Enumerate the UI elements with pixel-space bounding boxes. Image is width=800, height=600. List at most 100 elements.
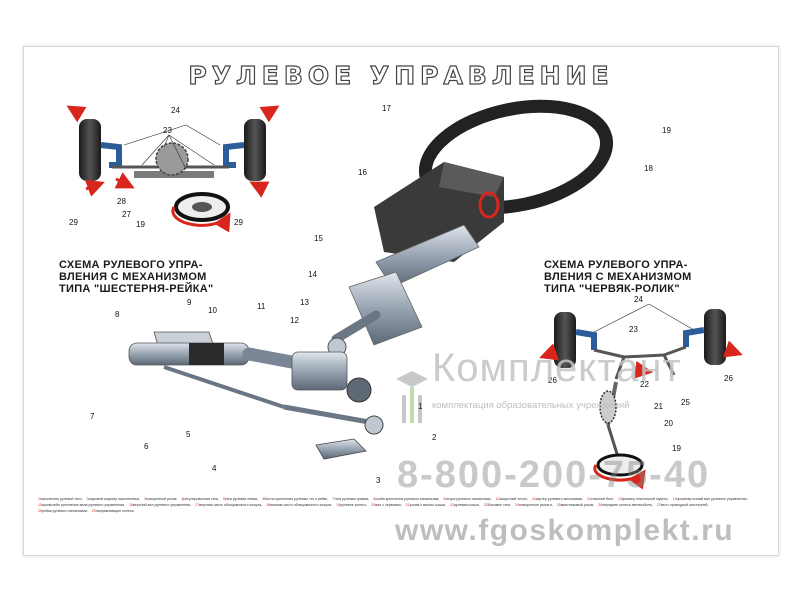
legend-item: 4регулировочная тяга,	[181, 497, 219, 501]
callout-19: 19	[662, 126, 671, 135]
pitman-arm	[614, 356, 626, 380]
caption-line: ВЛЕНИЯ С МЕХАНИЗМОМ	[544, 271, 692, 283]
callout-19: 19	[136, 220, 145, 229]
legend-item: 14промежуточный вал рулевого управления,	[673, 497, 748, 501]
legend-number: 27	[656, 503, 661, 507]
legend-number: 26	[598, 503, 603, 507]
legend-item: 8скоба крепления рулевого механизма,	[373, 497, 439, 501]
arrow-icon	[259, 105, 280, 123]
tie-rod-left	[163, 365, 285, 409]
callout-29: 29	[69, 218, 78, 227]
legend-text: тяга рулевая правая,	[334, 497, 370, 501]
legend-text: нижняя часть облицовочного кожуха,	[270, 503, 333, 507]
legend-text: ролик с валом сошки,	[409, 503, 446, 507]
legend-text: кронштейн крепления вала рулевого управл…	[42, 503, 126, 507]
legend-text: фланец эластичной муфты,	[622, 497, 669, 501]
caption-line: ТИПА "ЧЕРВЯК-РОЛИК"	[544, 283, 680, 295]
worm-gear	[599, 390, 617, 424]
legend-text: картер рулевого механизма,	[535, 497, 583, 501]
legend-item: 6болты крепления рулевых тяг к рейке,	[262, 497, 328, 501]
column-shaft	[606, 424, 620, 458]
legend-text: опора рулевого механизма,	[445, 497, 492, 501]
callout-7: 7	[90, 412, 95, 421]
legend-text: боковые тяги,	[487, 503, 511, 507]
caption-rack-pinion: СХЕМА РУЛЕВОГО УПРА- ВЛЕНИЯ С МЕХАНИЗМОМ…	[59, 259, 279, 295]
legend-text: направляющие колеса	[95, 509, 134, 513]
callout-24: 24	[634, 295, 643, 304]
caption-worm-roller: СХЕМА РУЛЕВОГО УПРА- ВЛЕНИЯ С МЕХАНИЗМОМ…	[544, 259, 764, 295]
legend-text: тяга рулевая левая,	[224, 497, 259, 501]
arrow-icon	[114, 172, 135, 189]
leader-line	[168, 134, 187, 170]
diagram-artwork: 24 23 28 27 19 29 29 17 19 18 16 15 14 1…	[66, 99, 743, 490]
legend-number: 6	[262, 497, 265, 501]
wheel-right	[244, 119, 266, 181]
legend-text: болты крепления рулевых тяг к рейке,	[264, 497, 329, 501]
center-rod	[623, 353, 665, 359]
callout-14: 14	[308, 270, 317, 279]
knuckle-left	[100, 142, 122, 168]
column-highlight	[478, 191, 500, 219]
legend-number: 9	[443, 497, 446, 501]
legend-item: 15кронштейн крепления вала рулевого упра…	[38, 503, 125, 507]
legend-item: 27вал с приводной шестерней,	[657, 503, 709, 507]
legend-item: 29направляющие колеса	[92, 509, 134, 513]
legend-text: защитный чехол,	[499, 497, 528, 501]
protective-boot	[189, 343, 224, 365]
callout-5: 5	[186, 430, 191, 439]
steering-column-assembly	[327, 99, 614, 357]
knuckle-right	[683, 327, 705, 347]
legend-item: 23боковые тяги,	[484, 503, 511, 507]
legend-text: рулевое колесо,	[340, 503, 368, 507]
leader-line	[185, 124, 221, 146]
ball-joint	[364, 415, 384, 435]
watermark-phone: 8-800-200-75-40	[397, 454, 711, 496]
callout-11: 11	[257, 302, 266, 311]
callout-25: 25	[681, 398, 690, 407]
legend-number: 1	[38, 497, 40, 501]
legend-number: 28	[38, 509, 42, 513]
legend-text: вал с червяком,	[375, 503, 402, 507]
callout-28: 28	[117, 197, 126, 206]
arrow-icon	[539, 343, 560, 361]
side-rod	[593, 348, 625, 359]
rack-pinion-mechanism	[128, 331, 384, 460]
legend-item: 3поворотный рычаг,	[144, 497, 177, 501]
legend-number: 21	[405, 503, 410, 507]
legend-number: 5	[222, 497, 225, 501]
legend-number: 19	[336, 503, 341, 507]
callout-29: 29	[234, 218, 243, 227]
legend-number: 7	[332, 497, 335, 501]
arrow-icon	[84, 179, 105, 197]
legend-item: 20вал с червяком,	[371, 503, 402, 507]
legend-item: 22рулевая сошка,	[450, 503, 480, 507]
legend-number: 8	[373, 497, 376, 501]
callout-22: 22	[640, 380, 649, 389]
watermark-logo-icon	[396, 371, 428, 423]
caption-line: СХЕМА РУЛЕВОГО УПРА-	[544, 259, 688, 271]
leader-line	[141, 134, 170, 166]
legend-number: 3	[144, 497, 147, 501]
legend-text: стяжной болт,	[590, 497, 615, 501]
knuckle-right	[223, 142, 245, 168]
arrow-icon	[249, 181, 270, 198]
callout-17: 17	[382, 104, 391, 113]
legend-item: 16верхний вал рулевого управления,	[129, 503, 191, 507]
legend-item: 26передние колеса автомобиля,	[598, 503, 652, 507]
legend-text: наконечник рулевой тяги,	[40, 497, 83, 501]
callout-24: 24	[171, 106, 180, 115]
callout-4: 4	[212, 464, 217, 473]
legend-item: 9опора рулевого механизма,	[443, 497, 491, 501]
pinion-cap	[346, 377, 372, 403]
legend-item: 28рейка рулевого механизма,	[38, 509, 88, 513]
callout-26: 26	[548, 376, 557, 385]
arrow-icon	[66, 105, 87, 123]
watermark-site: www.fgoskomplekt.ru	[395, 514, 735, 547]
page-title: РУЛЕВОЕ УПРАВЛЕНИЕ	[188, 60, 614, 90]
callout-6: 6	[144, 442, 149, 451]
legend-item: 12стяжной болт,	[587, 497, 614, 501]
legend-number: 15	[38, 503, 42, 507]
legend-text: передние колеса автомобиля,	[602, 503, 653, 507]
adjusting-rod	[283, 404, 370, 425]
idler-arm	[662, 354, 676, 376]
